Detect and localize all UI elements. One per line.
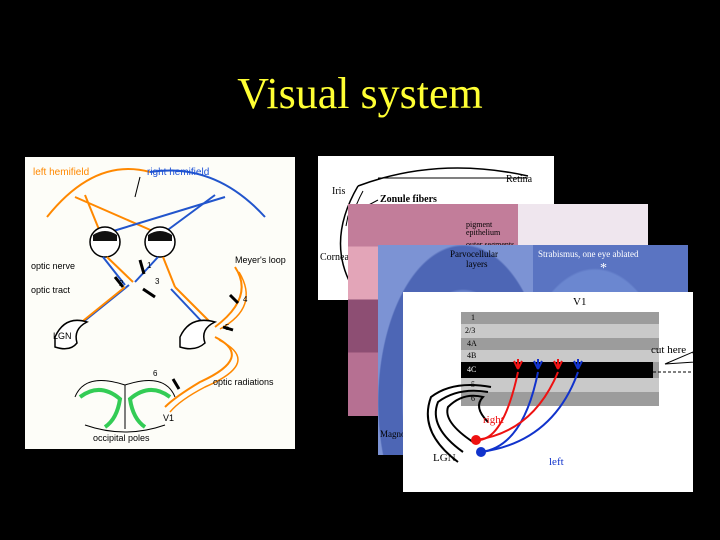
pigment-label: pigment bbox=[466, 220, 493, 229]
v1-layers-diagram: V1 1 2/3 4A 4B 4C 5 6 cut here right lef… bbox=[403, 292, 693, 492]
optic-tract-label: optic tract bbox=[31, 285, 71, 295]
layer-1-label: 1 bbox=[471, 313, 475, 322]
right-v1 bbox=[127, 388, 172, 429]
occipital-poles-label: occipital poles bbox=[93, 433, 150, 443]
retina-label: Retina bbox=[506, 174, 533, 185]
layer-5-label: 5 bbox=[471, 380, 475, 389]
optic-nerve-label: optic nerve bbox=[31, 261, 76, 271]
parvocellular-label: Parvocellular bbox=[450, 249, 498, 259]
lesion-1: 1 bbox=[147, 261, 152, 270]
iris-label: Iris bbox=[332, 186, 346, 197]
right-lgn bbox=[179, 319, 218, 350]
optic-radiations-label: optic radiations bbox=[213, 377, 274, 387]
asterisk-label: * bbox=[600, 261, 607, 276]
left-hemifield-arc bbox=[46, 168, 151, 218]
right-label: right bbox=[483, 414, 504, 426]
lgn-label: LGN bbox=[53, 331, 72, 341]
strabismus-label: Strabismus, one eye ablated bbox=[538, 249, 639, 259]
lesion-4: 4 bbox=[243, 295, 248, 304]
v1-drawing bbox=[426, 312, 693, 463]
layer-2-3-label: 2/3 bbox=[465, 326, 476, 335]
magno-label: Magno bbox=[380, 429, 406, 439]
left-label: left bbox=[549, 456, 564, 468]
v1-lgn-label: LGN bbox=[433, 452, 456, 464]
slide-title: Visual system bbox=[237, 69, 483, 118]
layer-4a-label: 4A bbox=[467, 339, 477, 348]
layer-6-label: 6 bbox=[471, 394, 475, 403]
v1-title: V1 bbox=[573, 296, 587, 308]
pathway-drawing bbox=[46, 168, 266, 433]
zonule-label: Zonule fibers bbox=[380, 194, 437, 205]
cornea-label: Cornea bbox=[320, 252, 349, 263]
left-lgn bbox=[54, 319, 89, 350]
v1-label: V1 bbox=[163, 413, 175, 423]
left-v1 bbox=[78, 388, 123, 429]
right-hemifield-arc bbox=[149, 169, 266, 218]
lesion-5: 5 bbox=[225, 323, 230, 332]
visual-pathway-diagram: left hemifield right hemifield optic ner… bbox=[25, 157, 295, 449]
outer-segments-label: outer segments bbox=[466, 240, 514, 249]
lesion-3: 3 bbox=[155, 277, 160, 286]
lesion-6: 6 bbox=[153, 369, 158, 378]
lesion-2: 2 bbox=[119, 279, 124, 288]
left-hemifield-label: left hemifield bbox=[33, 167, 90, 178]
layer-4c-label: 4C bbox=[467, 365, 477, 374]
layers-label: layers bbox=[466, 259, 488, 269]
epithelium-label: epithelium bbox=[466, 228, 501, 237]
layer-4b-label: 4B bbox=[467, 351, 477, 360]
right-hemifield-label: right hemifield bbox=[147, 167, 210, 178]
cut-here-label: cut here bbox=[651, 344, 687, 356]
meyers-loop-label: Meyer's loop bbox=[235, 255, 286, 265]
